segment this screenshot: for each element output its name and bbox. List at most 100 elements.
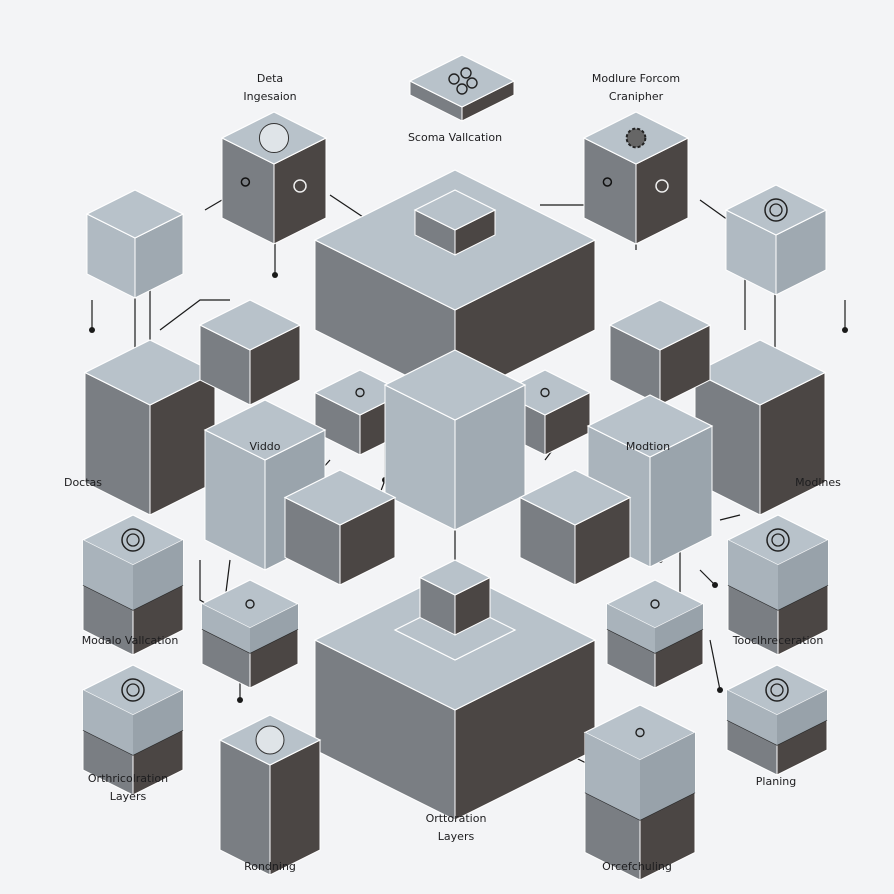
port-icon bbox=[635, 727, 645, 738]
label-line: Orttoration bbox=[425, 812, 487, 825]
gear-icon bbox=[625, 127, 647, 149]
ring-icon-inner bbox=[126, 533, 140, 547]
connector-line bbox=[159, 299, 230, 331]
label-modalo-validation: Modalo Vallcation bbox=[81, 634, 179, 647]
right-face-upper bbox=[250, 604, 298, 653]
molecule-icon bbox=[448, 73, 460, 85]
ring-icon bbox=[121, 678, 145, 702]
ring-icon-inner bbox=[126, 683, 140, 697]
label-line: Modlure Forcom bbox=[591, 72, 681, 85]
ring-icon-inner bbox=[771, 533, 785, 547]
connector-dot bbox=[717, 687, 723, 693]
label-schema-validation: Scoma Vallcation bbox=[407, 131, 503, 144]
connector-dot bbox=[712, 582, 718, 588]
top-face bbox=[198, 299, 302, 351]
top-face bbox=[724, 184, 828, 236]
top-face bbox=[83, 339, 217, 406]
right-face-upper bbox=[133, 540, 183, 610]
top-face bbox=[586, 394, 714, 458]
molecule-icon bbox=[456, 83, 468, 95]
top-face bbox=[383, 349, 527, 421]
module-form-cube bbox=[582, 111, 690, 245]
left-small-node bbox=[200, 579, 300, 689]
bottom-platform-cap bbox=[418, 559, 492, 636]
label-modlines: Modlnes bbox=[795, 476, 841, 489]
label-modulation: Modtion bbox=[625, 440, 671, 453]
connector-dot bbox=[237, 697, 243, 703]
label-line: Layers bbox=[437, 830, 475, 843]
ring-icon-inner bbox=[769, 203, 783, 217]
label-line: Cranipher bbox=[608, 90, 664, 103]
connector-dot bbox=[89, 327, 95, 333]
central-platform-cap bbox=[413, 189, 497, 256]
right-face-upper bbox=[778, 540, 828, 610]
top-face bbox=[203, 399, 327, 461]
connector-line bbox=[699, 569, 716, 586]
connector-dot bbox=[272, 272, 278, 278]
ring-icon bbox=[766, 528, 790, 552]
label-videodo: Viddo bbox=[249, 440, 281, 453]
port-icon bbox=[355, 387, 365, 398]
molecule-icon bbox=[466, 77, 478, 89]
right-face-upper bbox=[133, 690, 183, 755]
right-connector-block bbox=[608, 299, 712, 406]
ring-icon bbox=[765, 678, 789, 702]
ring-icon bbox=[764, 198, 788, 222]
label-planning: Planing bbox=[755, 775, 797, 788]
right-face-upper bbox=[777, 690, 827, 745]
left-face-upper bbox=[607, 604, 655, 653]
left-face-upper bbox=[83, 540, 133, 610]
label-rendering: Rondning bbox=[244, 860, 296, 873]
port-icon bbox=[650, 599, 660, 609]
port-icon bbox=[245, 599, 255, 609]
right-face-upper bbox=[655, 604, 703, 653]
port-icon bbox=[540, 387, 550, 398]
port-icon bbox=[602, 177, 613, 187]
orchestrating-stack bbox=[583, 704, 697, 881]
left-bridge bbox=[283, 469, 397, 586]
left-connector-block bbox=[198, 299, 302, 406]
left-face-upper bbox=[728, 540, 778, 610]
connector-line bbox=[719, 514, 741, 521]
modlines-stack bbox=[726, 514, 830, 656]
ring-icon-inner bbox=[770, 683, 784, 697]
connector-line bbox=[204, 199, 223, 211]
left-face-upper bbox=[727, 690, 777, 745]
rendering-cube bbox=[218, 714, 322, 876]
label-line: Orthricolration bbox=[87, 772, 169, 785]
left-face-upper bbox=[83, 690, 133, 755]
schema-validation-tile bbox=[408, 54, 516, 122]
globe-grid-icon bbox=[255, 725, 285, 755]
connector-line bbox=[709, 639, 721, 691]
data-ingestion-cube bbox=[220, 111, 328, 245]
molecule-icon bbox=[460, 67, 472, 79]
label-line: Deta bbox=[256, 72, 284, 85]
right-small-node bbox=[605, 579, 705, 689]
connector-dot bbox=[842, 327, 848, 333]
top-face bbox=[518, 469, 632, 526]
label-toolchain-orchestration: Tooclhreceration bbox=[732, 634, 824, 647]
left-small-cube bbox=[85, 189, 185, 299]
port-icon bbox=[655, 179, 669, 193]
right-bridge bbox=[518, 469, 632, 586]
top-face bbox=[283, 469, 397, 526]
top-face bbox=[408, 54, 516, 108]
port-icon bbox=[240, 177, 251, 187]
label-line: Ingesaion bbox=[243, 90, 297, 103]
left-face-upper bbox=[202, 604, 250, 653]
top-face bbox=[608, 299, 712, 351]
top-face bbox=[693, 339, 827, 406]
top-face bbox=[418, 559, 492, 596]
left-large-block bbox=[83, 339, 217, 516]
top-face bbox=[413, 189, 497, 231]
center-cube bbox=[383, 349, 527, 531]
label-orchestrating: Orcefchuling bbox=[602, 860, 672, 873]
modalo-validation-stack bbox=[81, 514, 185, 656]
top-face bbox=[85, 189, 185, 239]
right-face-upper bbox=[640, 732, 695, 820]
